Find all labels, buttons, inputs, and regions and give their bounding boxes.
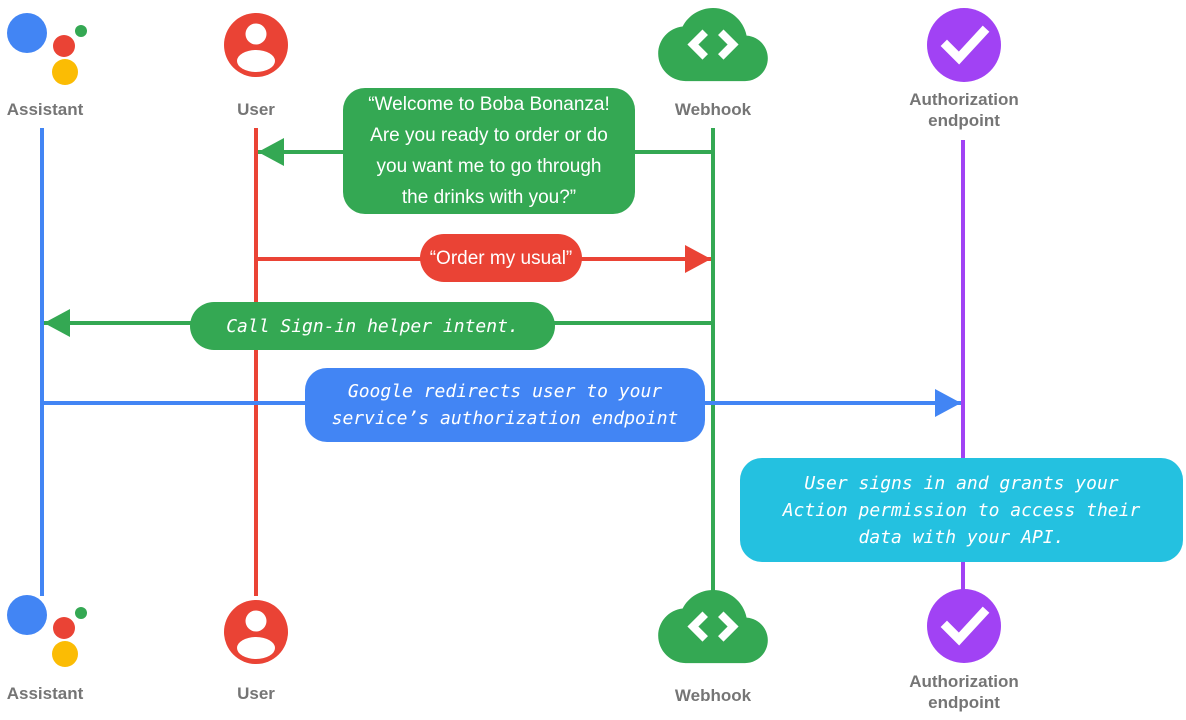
arrowhead-right-icon (935, 389, 961, 417)
note-line-text: data with your API. (858, 526, 1065, 548)
message-bubble-order: “Order my usual” (420, 234, 582, 282)
authorization-endpoint-label-bottom: Authorization endpoint (909, 672, 1019, 712)
message-line-text: you want me to go through (376, 156, 602, 177)
assistant-icon (7, 13, 87, 85)
user-label-top: User (237, 100, 275, 119)
assistant-icon (7, 595, 87, 667)
arrowhead-right-icon (685, 245, 711, 273)
note-line-text: Action permission to access their (782, 499, 1141, 521)
message-line-text: Google redirects user to your (347, 381, 663, 402)
user-icon (224, 600, 288, 664)
message-line-text: “Order my usual” (429, 247, 573, 269)
message-bubble-welcome: “Welcome to Boba Bonanza! Are you ready … (343, 88, 635, 214)
webhook-icon (658, 590, 768, 664)
message-bubble-redirect: Google redirects user to your service’s … (305, 368, 705, 442)
user-lifeline (254, 128, 258, 596)
webhook-label-bottom: Webhook (674, 686, 752, 705)
webhook-label-top: Webhook (674, 100, 752, 119)
user-icon (224, 13, 288, 77)
webhook-icon (658, 8, 768, 82)
webhook-lifeline (711, 128, 715, 596)
assistant-label-bottom: Assistant (6, 684, 84, 703)
arrowhead-left-icon (258, 138, 284, 166)
user-label-bottom: User (237, 684, 275, 703)
message-bubble-signin-helper: Call Sign-in helper intent. (190, 302, 555, 350)
note-line-text: User signs in and grants your (804, 472, 1119, 494)
authorization-endpoint-label-top: Authorization endpoint (909, 90, 1019, 130)
message-line-text: service’s authorization endpoint (331, 408, 679, 429)
authorization-endpoint-icon (927, 8, 1001, 82)
message-line-text: the drinks with you?” (401, 187, 577, 208)
message-line-text: “Welcome to Boba Bonanza! (368, 94, 610, 115)
note-box-signin: User signs in and grants your Action per… (740, 458, 1183, 562)
assistant-lifeline (40, 128, 44, 596)
authorization-endpoint-lifeline (961, 140, 965, 590)
assistant-label-top: Assistant (6, 100, 84, 119)
authorization-endpoint-icon (927, 589, 1001, 663)
message-line-text: Are you ready to order or do (370, 125, 608, 146)
message-line-text: Call Sign-in helper intent. (226, 315, 519, 337)
arrowhead-left-icon (44, 309, 70, 337)
